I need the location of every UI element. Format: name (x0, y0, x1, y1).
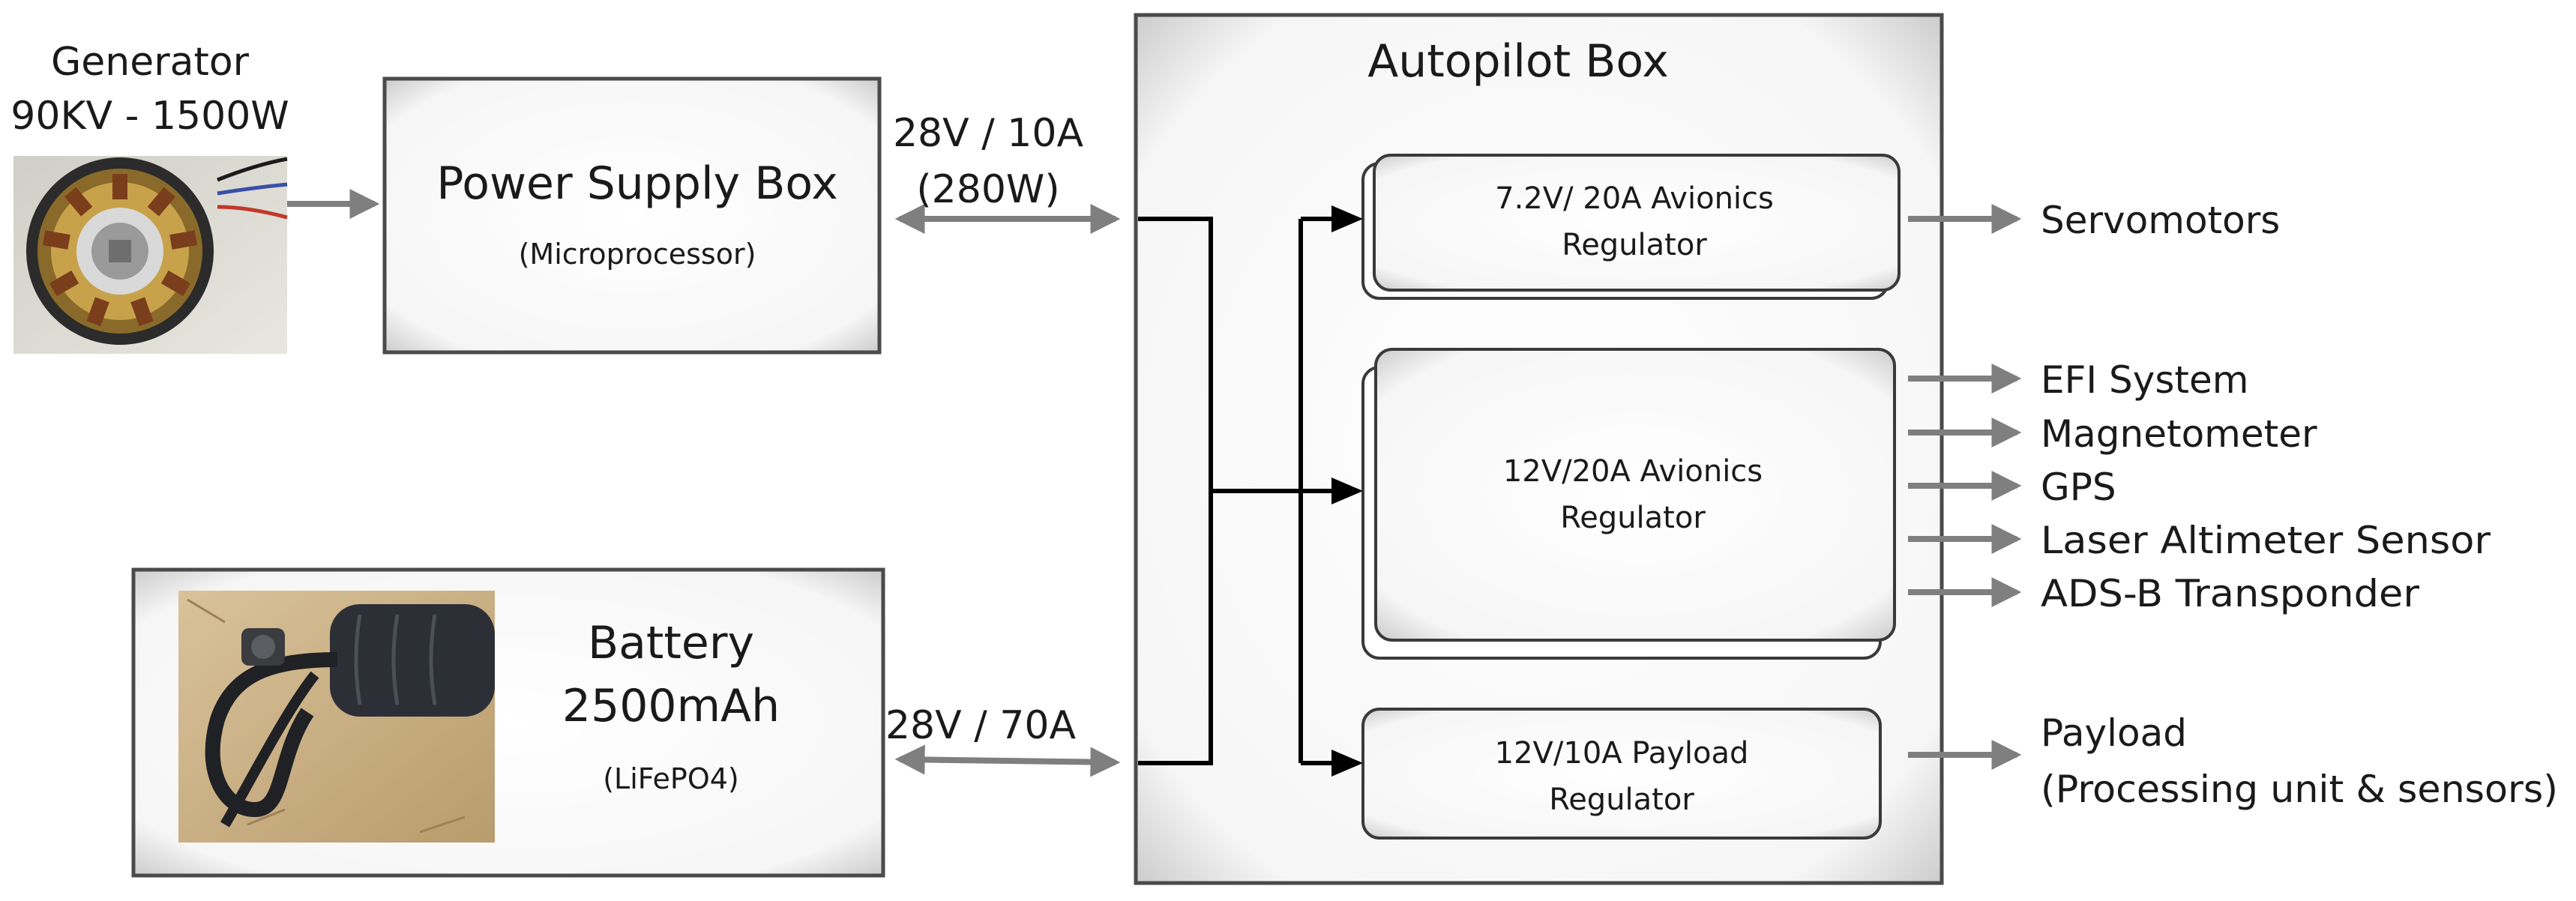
autopilot-title: Autopilot Box (1367, 35, 1669, 88)
regulator-payload-line1: 12V/10A Payload (1495, 736, 1749, 771)
regulator-7v2-line2: Regulator (1562, 228, 1707, 262)
generator-title: Generator (51, 40, 250, 85)
output-servomotors: Servomotors (2041, 199, 2280, 242)
output-labels: Servomotors EFI System Magnetometer GPS … (2041, 199, 2558, 811)
output-laser: Laser Altimeter Sensor (2041, 519, 2491, 562)
regulator-7v2-line1: 7.2V/ 20A Avionics (1495, 181, 1774, 216)
output-payload-detail: (Processing unit & sensors) (2041, 768, 2558, 811)
generator: Generator 90KV - 1500W (10, 40, 289, 354)
arrow-battery-autopilot (894, 744, 1121, 777)
battery-capacity: 2500mAh (562, 680, 780, 732)
regulator-12v-avionics-line2: Regulator (1560, 501, 1706, 535)
battery-pack-icon (178, 591, 495, 843)
output-arrows (1908, 204, 2022, 770)
psu-link-rating: 28V / 10A (893, 111, 1083, 156)
output-adsb: ADS-B Transponder (2041, 572, 2419, 615)
output-efi: EFI System (2041, 358, 2248, 402)
regulator-7v2-avionics: 7.2V/ 20A Avionics Regulator (1361, 154, 1901, 300)
output-payload: Payload (2041, 711, 2187, 755)
power-supply-box: Power Supply Box (Microprocessor) (382, 76, 882, 355)
input-arrows (287, 189, 1121, 777)
generator-motor-icon (13, 156, 288, 354)
power-supply-subtitle: (Microprocessor) (519, 238, 756, 271)
output-gps: GPS (2041, 465, 2116, 509)
output-magnetometer: Magnetometer (2041, 412, 2317, 456)
psu-link-power: (280W) (916, 167, 1059, 212)
internal-bus (1138, 205, 1363, 777)
autopilot-box: Autopilot Box 7.2V/ 20A Avionics Regulat… (1134, 13, 1944, 885)
battery-link-rating: 28V / 70A (885, 703, 1076, 748)
battery-title: Battery (588, 617, 754, 669)
battery-chemistry: (LiFePO4) (603, 762, 739, 795)
power-supply-title: Power Supply Box (436, 157, 838, 210)
regulator-12v-payload: 12V/10A Payload Regulator (1361, 708, 1882, 840)
generator-rating: 90KV - 1500W (10, 94, 289, 139)
regulator-12v-avionics: 12V/20A Avionics Regulator (1361, 348, 1896, 660)
regulator-12v-avionics-line1: 12V/20A Avionics (1503, 454, 1763, 489)
regulator-payload-line2: Regulator (1549, 783, 1694, 817)
link-labels: 28V / 10A (280W) 28V / 70A (885, 111, 1083, 748)
battery-box: Battery 2500mAh (LiFePO4) (131, 567, 885, 878)
